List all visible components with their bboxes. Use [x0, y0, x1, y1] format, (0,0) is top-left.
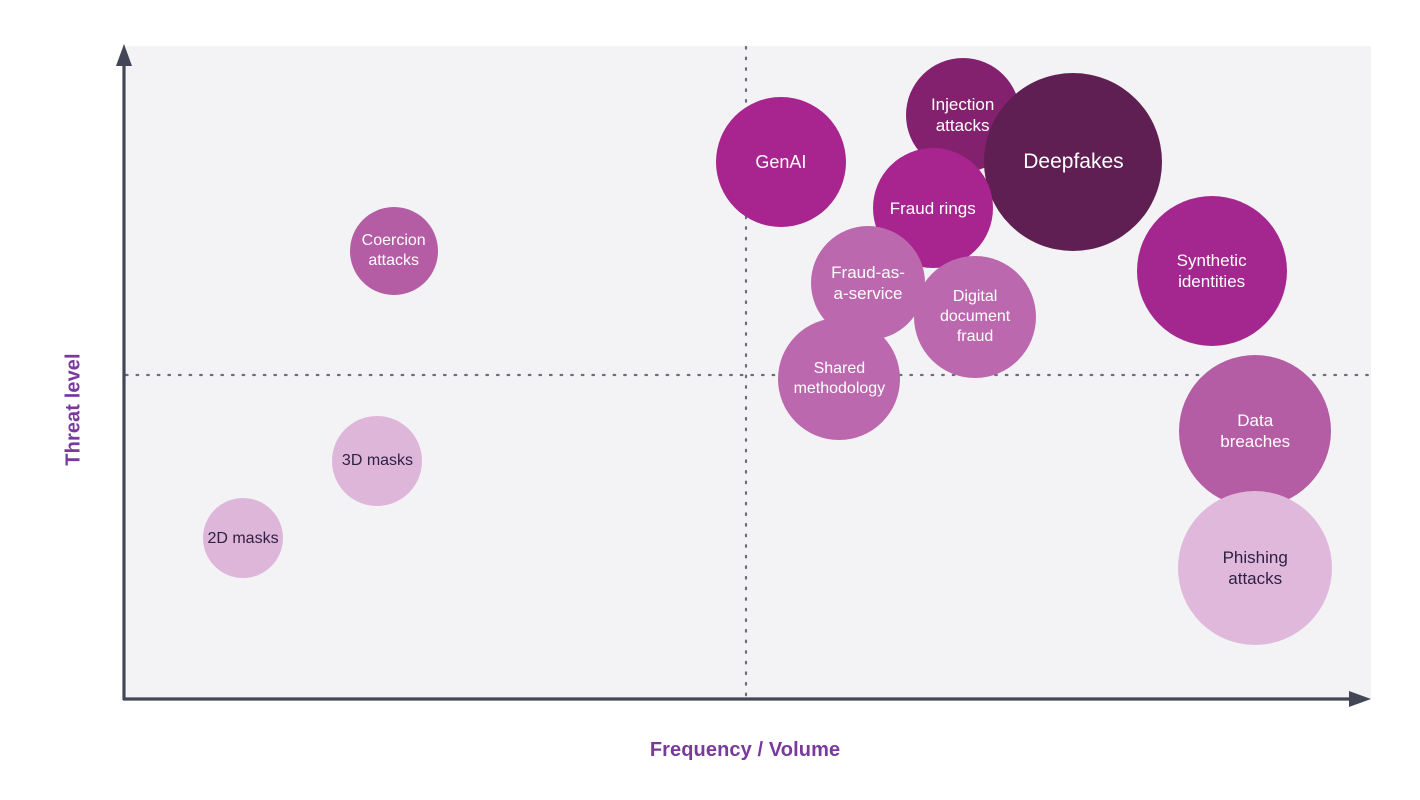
bubble-label: Synthetic identities	[1176, 250, 1247, 291]
bubble-label: Phishing attacks	[1222, 547, 1288, 588]
bubble-digital-document-fraud[interactable]: Digital document fraud	[914, 255, 1037, 378]
bubble-coercion-attacks[interactable]: Coercion attacks	[349, 206, 438, 295]
bubble-deepfakes[interactable]: Deepfakes	[984, 73, 1163, 252]
y-axis-label: Threat level	[62, 353, 85, 466]
bubble-shared-methodology[interactable]: Shared methodology	[778, 317, 901, 440]
bubble-2d-masks[interactable]: 2D masks	[203, 498, 284, 579]
bubble-label: Digital document fraud	[939, 288, 1011, 345]
bubble-3d-masks[interactable]: 3D masks	[332, 416, 423, 507]
bubble-label: Shared methodology	[793, 360, 886, 397]
bubble-label: 2D masks	[207, 529, 279, 547]
bubble-label: Data breaches	[1220, 411, 1291, 452]
bubble-data-breaches[interactable]: Data breaches	[1179, 355, 1332, 508]
bubble-label: Injection attacks	[930, 95, 995, 136]
bubble-label: Fraud rings	[889, 198, 976, 218]
bubble-label: GenAI	[755, 152, 807, 173]
bubble-phishing-attacks[interactable]: Phishing attacks	[1178, 490, 1333, 645]
bubble-genai[interactable]: GenAI	[715, 97, 846, 228]
bubble-synthetic-identities[interactable]: Synthetic identities	[1136, 195, 1287, 346]
bubble-label: Fraud-as- a-service	[831, 262, 905, 303]
bubble-label: Deepfakes	[1023, 150, 1124, 174]
bubble-label: 3D masks	[341, 452, 414, 470]
bubble-label: Coercion attacks	[361, 231, 426, 269]
x-axis-label: Frequency / Volume	[649, 739, 841, 761]
